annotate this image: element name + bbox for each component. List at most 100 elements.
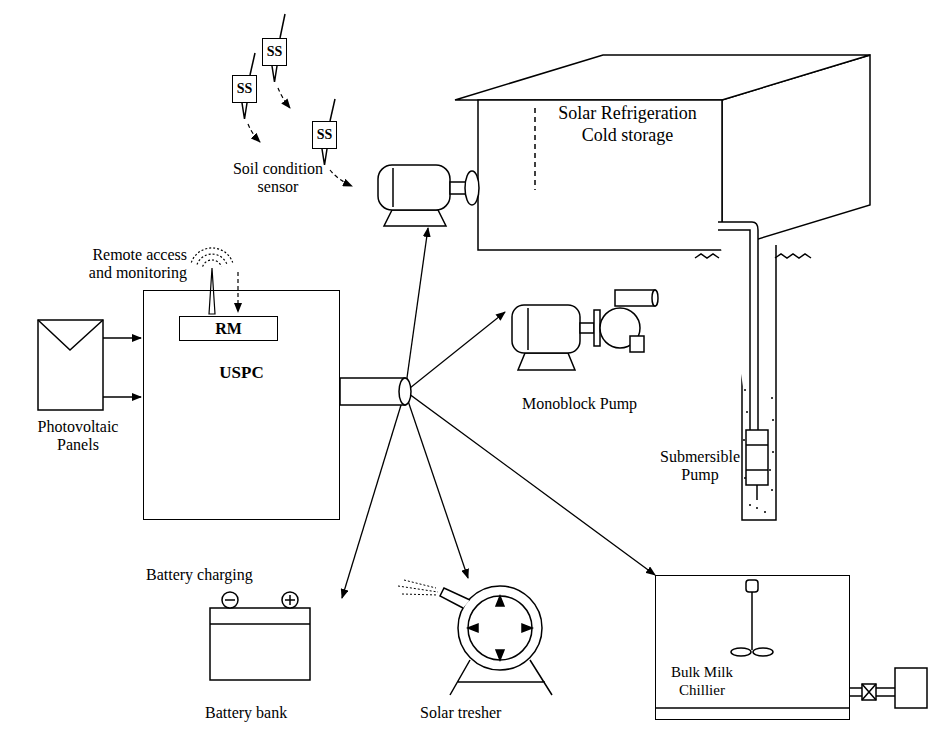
battery-symbol	[210, 608, 310, 680]
photovoltaic-panel	[103, 396, 141, 398]
node-text: USPC	[144, 363, 339, 383]
refrigeration-motor	[384, 210, 446, 226]
battery-label: Battery bank	[205, 704, 335, 722]
cold-storage-house	[478, 100, 722, 250]
output-cable	[340, 378, 411, 405]
sensor-probe	[330, 99, 335, 121]
node-text: RM	[215, 320, 242, 338]
gravel-dots	[744, 477, 746, 479]
thresher-machine	[468, 596, 532, 660]
refrigeration-motor	[450, 182, 466, 194]
sensor-label: Soil condition sensor	[222, 160, 334, 196]
photovoltaic-panel	[38, 320, 141, 410]
output-arrow	[405, 228, 428, 392]
battery-symbol	[210, 592, 310, 680]
antenna	[209, 268, 215, 314]
photovoltaic-panel	[38, 320, 103, 350]
monoblock-pump	[580, 323, 594, 333]
milk-chiller	[655, 707, 850, 709]
milk-chiller	[862, 684, 876, 700]
node-text: Bulk Milk Chillier	[662, 663, 742, 699]
cold-storage-house	[455, 55, 870, 250]
refrigeration-motor	[378, 165, 450, 210]
controller-box: USPC RM	[143, 290, 340, 520]
antenna	[191, 248, 232, 263]
milk-chiller	[753, 648, 773, 656]
gravel-dots	[764, 511, 766, 513]
output-cable	[340, 378, 405, 405]
cold-storage-house	[534, 108, 536, 190]
node-text: SS	[267, 44, 283, 60]
antenna	[203, 260, 222, 267]
submersible-well	[746, 444, 768, 446]
node-text: Solar Refrigeration Cold storage	[540, 102, 715, 146]
sensor-probe	[280, 14, 285, 38]
milk-chiller	[731, 648, 751, 656]
node-text: SS	[317, 127, 333, 143]
cold-storage-house	[455, 55, 870, 100]
battery-symbol	[222, 592, 238, 608]
remote-module: RM	[179, 316, 278, 341]
refrigeration-motor	[465, 171, 479, 205]
refrigeration-motor	[392, 168, 394, 207]
thresher-machine	[398, 580, 552, 695]
output-arrow	[342, 228, 505, 598]
cold-storage: Solar Refrigeration Cold storage	[540, 102, 715, 146]
monoblock-pump	[512, 305, 580, 353]
output-arrow	[405, 392, 468, 578]
monoblock-pump	[594, 310, 600, 346]
gravel-dots	[756, 507, 758, 509]
photovoltaic-panel	[38, 320, 103, 410]
submersible-well	[718, 222, 758, 430]
thresher-label: Solar tresher	[420, 704, 550, 722]
battery-symbol	[282, 592, 298, 608]
sensor-signal	[248, 124, 260, 142]
thresher-machine	[458, 586, 542, 670]
milk-chiller-tank: Bulk Milk Chillier	[655, 575, 850, 720]
battery-symbol	[289, 595, 291, 605]
refrigeration-motor	[378, 165, 479, 226]
gravel-dots	[772, 419, 774, 421]
monoblock-pump	[518, 353, 575, 370]
gravel-dots	[771, 489, 773, 491]
monoblock-pump	[615, 290, 655, 306]
sensor-probe	[242, 103, 247, 119]
gravel-dots	[769, 469, 771, 471]
sensor-box: SS	[232, 75, 257, 103]
milk-chiller	[895, 668, 927, 708]
output-arrow	[342, 392, 405, 598]
gravel-dots	[743, 389, 774, 513]
submersible-well	[746, 430, 768, 485]
gravel-dots	[772, 451, 774, 453]
gravel-dots	[746, 411, 748, 413]
gravel-dots	[749, 504, 751, 506]
gravel-dots	[771, 397, 773, 399]
sensor-signal	[278, 88, 290, 108]
sensor-probe	[272, 66, 277, 82]
milk-chiller	[655, 580, 927, 708]
node-text: SS	[237, 81, 253, 97]
monoblock-pump	[630, 336, 644, 352]
antenna	[197, 254, 227, 264]
panel-label: Photovoltaic Panels	[28, 418, 128, 454]
antenna	[237, 272, 238, 312]
gravel-dots	[744, 389, 746, 391]
sensor-signal	[330, 170, 352, 186]
sensor-box: SS	[262, 38, 287, 66]
monoblock-pump	[527, 308, 529, 350]
submersible-well	[746, 469, 768, 471]
thresher-machine	[468, 596, 532, 660]
sensor-box: SS	[312, 121, 337, 149]
output-cable	[399, 378, 411, 405]
monoblock-pump	[512, 290, 658, 370]
pump-label: Monoblock Pump	[522, 395, 672, 413]
pump-label: Submersible Pump	[648, 448, 752, 484]
submersible-well	[756, 485, 758, 500]
milk-chiller	[751, 592, 753, 650]
thresher-machine	[440, 588, 470, 608]
photovoltaic-panel	[103, 337, 141, 339]
power-arrow	[340, 391, 655, 575]
thresher-machine	[398, 580, 438, 595]
